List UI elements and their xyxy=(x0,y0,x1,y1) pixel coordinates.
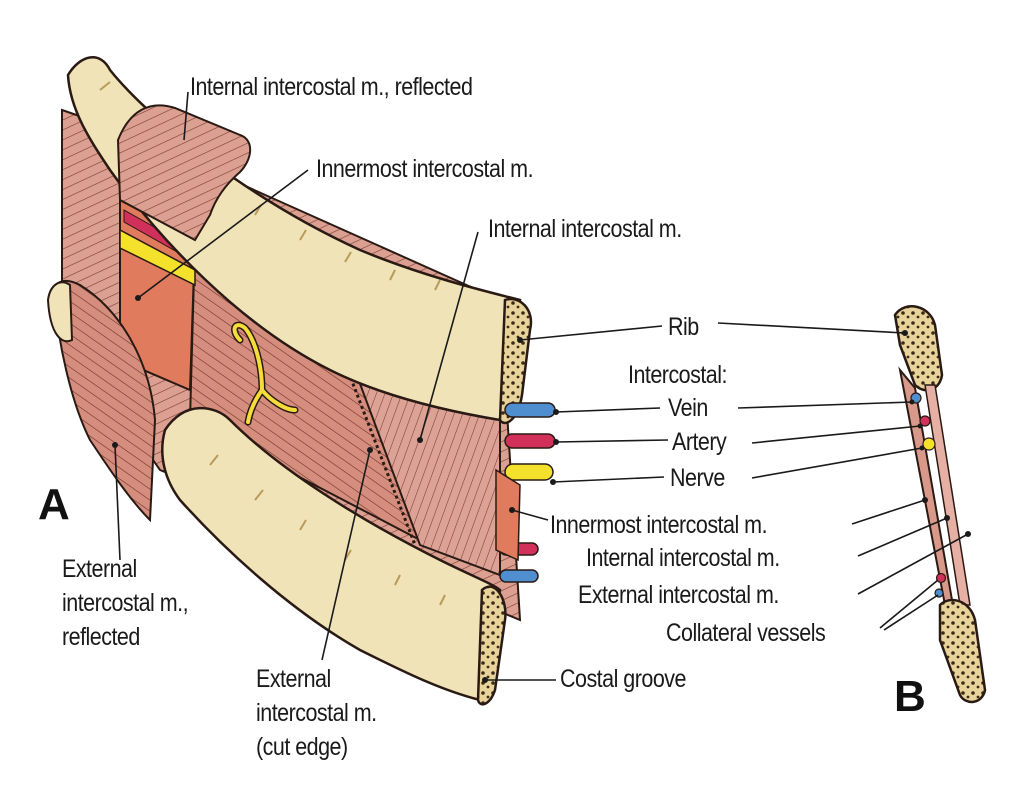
external-intercostal-reflected-flap xyxy=(52,280,157,523)
leader-nerve xyxy=(552,476,665,483)
panel-b-muscle-layers-2 xyxy=(924,384,971,606)
panel-b-nerve xyxy=(922,437,936,451)
label-collateral-vessels: Collateral vessels xyxy=(666,619,826,647)
label-nerve: Nerve xyxy=(670,464,725,492)
leader-innermost xyxy=(137,169,309,299)
lower-rib-texture xyxy=(209,454,446,606)
leader-rib-b xyxy=(717,322,906,334)
nerve-strip xyxy=(119,228,196,287)
label-external-intercostal-reflected: External intercostal m., reflected xyxy=(62,555,189,651)
leader-nerve-b xyxy=(751,447,923,479)
innermost-intercostal-edge xyxy=(495,468,521,562)
leader-external-b xyxy=(857,533,969,595)
label-vein: Vein xyxy=(668,394,708,422)
label-external-intercostal-cut-edge: External intercostal m. (cut edge) xyxy=(256,665,377,761)
leader-artery xyxy=(555,439,669,443)
lower-rib-cross-section xyxy=(476,585,507,706)
leader-external-reflected xyxy=(114,444,121,561)
leader-artery-b xyxy=(751,425,921,444)
upper-rib-cross-section xyxy=(498,297,533,425)
leader-internal-reflected xyxy=(183,91,189,141)
panel-b-upper-rib xyxy=(893,305,944,392)
artery-tube xyxy=(504,433,556,449)
leader-collateral-2 xyxy=(883,594,939,631)
leader-internal-b xyxy=(857,517,948,557)
left-rib-end xyxy=(46,281,74,343)
panel-label-a: A xyxy=(38,480,70,529)
leader-rib xyxy=(519,325,663,341)
collateral-vein-tube xyxy=(499,569,539,583)
vein-tube xyxy=(504,402,556,418)
leader-vein xyxy=(555,407,661,413)
leader-innermost-a xyxy=(511,509,549,521)
panel-a-illustration xyxy=(46,56,556,706)
label-internal-intercostal-reflected: Internal intercostal m., reflected xyxy=(190,73,473,101)
internal-intercostal-reflected-flap xyxy=(116,104,252,242)
leader-internal xyxy=(419,231,479,441)
leader-dots xyxy=(112,295,971,683)
panel-b-illustration xyxy=(893,305,987,704)
leader-external-cut xyxy=(321,449,371,661)
leader-lines xyxy=(114,91,969,681)
label-innermost-intercostal: Innermost intercostal m. xyxy=(316,155,534,183)
leader-collateral-1 xyxy=(879,579,939,629)
nerve-tube xyxy=(504,463,554,481)
panel-b-lower-rib xyxy=(938,598,987,704)
leader-vein-b xyxy=(737,401,913,409)
label-intercostal-heading: Intercostal: xyxy=(628,361,727,389)
external-intercostal-cut-edge xyxy=(338,349,417,546)
label-internal-intercostal-b: Internal intercostal m. xyxy=(586,544,780,572)
panel-b-artery xyxy=(919,415,931,427)
label-costal-groove: Costal groove xyxy=(560,665,686,693)
label-internal-intercostal: Internal intercostal m. xyxy=(488,215,682,243)
label-external-intercostal-b: External intercostal m. xyxy=(578,581,779,609)
panel-b-collateral-artery xyxy=(935,572,947,584)
leader-innermost-b xyxy=(851,499,926,525)
label-rib: Rib xyxy=(668,313,699,341)
panel-label-b: B xyxy=(894,672,926,721)
nerve-branch-fill xyxy=(232,323,297,424)
label-innermost-intercostal-b: Innermost intercostal m. xyxy=(550,511,768,539)
label-artery: Artery xyxy=(672,428,727,456)
